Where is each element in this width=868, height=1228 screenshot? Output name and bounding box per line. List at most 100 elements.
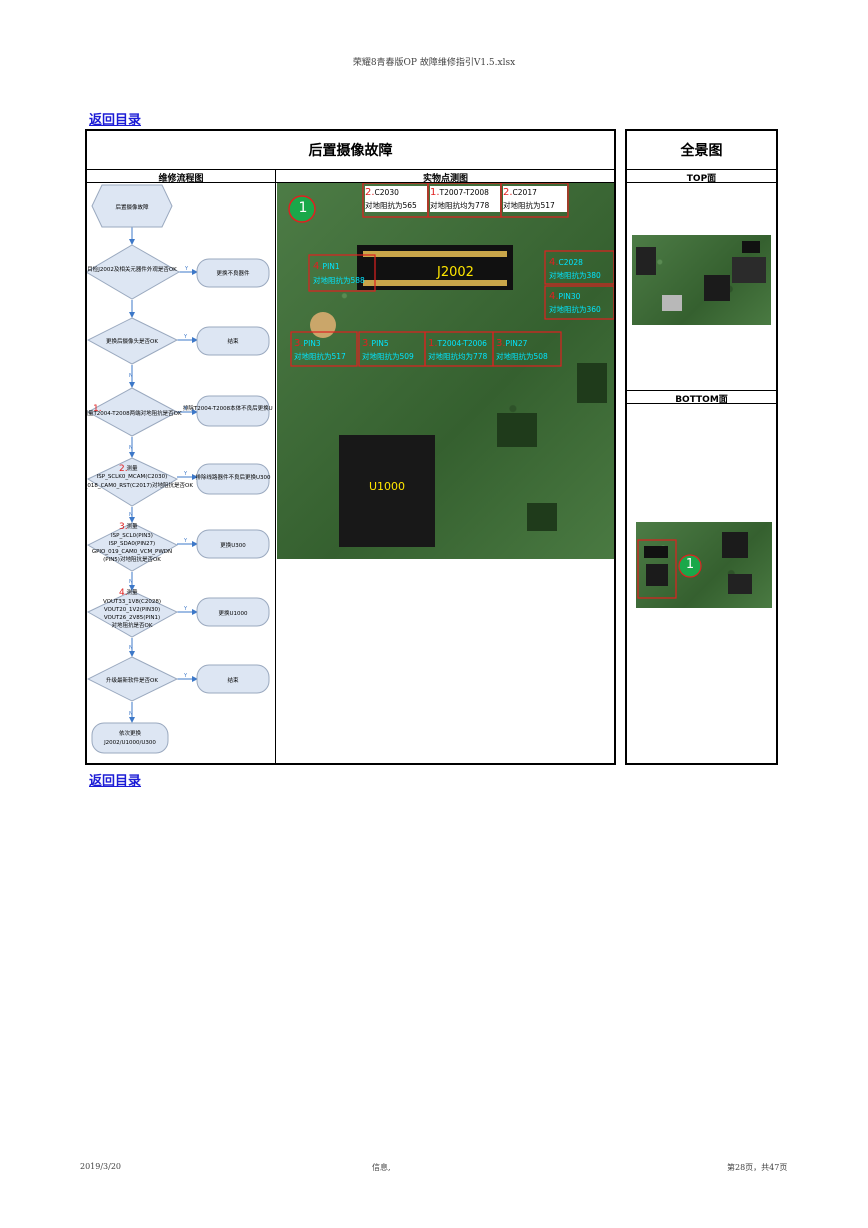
flow-text: VOUT20_1V2(PIN30)	[104, 607, 160, 613]
page-title: 后置摄像故障	[308, 143, 393, 159]
step-number: 2.	[119, 464, 128, 474]
chip-u1000	[339, 435, 435, 547]
u1000-label: U1000	[369, 480, 406, 493]
flow-decision-node	[87, 387, 179, 437]
back-to-index-link-bottom[interactable]: 返回目录	[89, 774, 142, 789]
flow-text: 更换后摄像头是否OK	[106, 337, 158, 345]
divider	[627, 403, 776, 404]
flow-action-node	[196, 529, 270, 559]
divider	[627, 390, 776, 391]
flow-text: 更换U1000	[218, 609, 248, 617]
footer-date: 2019/3/20	[80, 1162, 122, 1171]
main-table: 后置摄像故障 维修流程图 实物点测图	[85, 129, 616, 765]
flow-end-node	[91, 722, 169, 754]
marker-1-label: 1	[298, 200, 308, 216]
bottom-side-label: BOTTOM面	[675, 395, 728, 405]
flow-text: J2002/U1000/U300	[103, 740, 156, 746]
flow-decision-node	[87, 656, 179, 702]
flow-start-node	[91, 184, 173, 228]
repair-flowchart: 后置摄像故障 目检J2002及相关元器件外观是否OK 更换不良器件 更换后摄像头…	[87, 184, 273, 754]
top-side-label: TOP面	[686, 174, 717, 184]
flow-text: (PIN5)对地阻抗是否OK	[103, 555, 161, 563]
divider	[627, 169, 776, 170]
flow-text: 测量T2004-T2008两端对地阻抗是否OK	[87, 409, 182, 417]
flow-text: GPIO_019_CAM0_VCM_PWDN	[92, 549, 172, 555]
marker-1-circle	[288, 195, 316, 223]
panorama-table: 全景图 TOP面 BOTTOM面	[625, 129, 778, 765]
flow-decision-node	[87, 457, 179, 507]
flow-text: 测量	[126, 522, 138, 530]
no-mark: N	[129, 512, 133, 518]
flow-text: GPIO_018_CAM0_RST(C2017)对地阻抗是否OK	[87, 481, 193, 489]
divider	[275, 169, 276, 763]
flow-text: 测量	[126, 588, 138, 596]
divider	[87, 169, 614, 170]
bottom-side-photo: 1	[636, 522, 772, 608]
flow-text: 排除T2004-T2008本体不良后更换U300	[183, 404, 273, 412]
document-header: 荣耀8青春版OP 故障维修指引V1.5.xlsx	[352, 58, 516, 68]
flow-text: 测量	[126, 464, 138, 472]
step-number: 3.	[119, 522, 128, 532]
flow-text: 结束	[227, 676, 239, 684]
flow-header: 维修流程图	[158, 174, 204, 184]
flow-action-node	[196, 463, 270, 495]
flow-text: 更换U300	[220, 541, 246, 549]
back-to-index-link-top[interactable]: 返回目录	[89, 113, 142, 128]
flow-decision-node	[87, 244, 181, 300]
flow-text: 目检J2002及相关元器件外观是否OK	[87, 265, 177, 273]
flow-text: ISP_SCLK0_MCAM(C2030)	[97, 474, 168, 480]
j2002-label: J2002	[437, 265, 474, 280]
yes-mark: Y	[184, 266, 189, 272]
flow-action-node	[196, 664, 270, 694]
no-mark: N	[129, 579, 133, 585]
yes-mark: Y	[183, 406, 188, 412]
divider	[627, 182, 776, 183]
no-mark: N	[129, 645, 133, 651]
footer-page-number: 第28页，共47页	[727, 1163, 788, 1172]
yes-mark: Y	[183, 334, 188, 340]
flow-action-node	[196, 326, 270, 356]
yes-mark: Y	[183, 673, 188, 679]
flow-text: 对地阻抗是否OK	[112, 621, 153, 629]
flow-text: 排除线路器件不良后更换U300	[195, 473, 271, 481]
flow-text: ISP_SCL0(PIN3)	[111, 533, 153, 539]
no-mark: N	[129, 711, 133, 717]
footer-center: 信息,	[372, 1163, 391, 1172]
step-number: 1.	[93, 404, 102, 414]
flow-decision-node	[87, 522, 179, 572]
flow-text: VOUT26_2V85(PIN1)	[104, 615, 160, 621]
flow-action-node	[196, 395, 270, 427]
flow-text: ISP_SDA0(PIN27)	[109, 541, 155, 547]
yes-mark: Y	[183, 538, 188, 544]
flow-text: 升级最新软件是否OK	[106, 676, 158, 684]
photo-header: 实物点测图	[422, 174, 468, 184]
flow-text: 更换不良器件	[216, 269, 250, 277]
flow-text: 结束	[227, 337, 239, 345]
no-mark: N	[129, 373, 133, 379]
flow-action-node	[196, 597, 270, 627]
bottom-marker-1-label: 1	[685, 557, 695, 572]
step-number: 4.	[119, 588, 128, 598]
flow-text: VOUT33_1V8(C2028)	[103, 599, 161, 605]
no-mark: N	[129, 445, 133, 451]
yes-mark: Y	[183, 606, 188, 612]
panorama-title: 全景图	[680, 143, 723, 159]
flow-text: 后置摄像故障	[115, 203, 149, 211]
flow-action-node	[196, 258, 270, 288]
top-side-photo	[632, 235, 771, 325]
divider	[87, 182, 614, 183]
yes-mark: Y	[183, 471, 188, 477]
flow-decision-node	[87, 317, 179, 365]
flow-decision-node	[87, 590, 179, 638]
